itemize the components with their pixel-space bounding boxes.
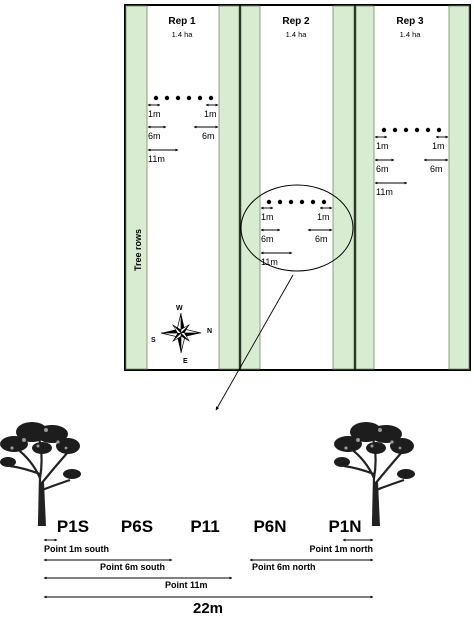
rep-1-label-11m: 11m (148, 154, 165, 164)
tree-icon-south (0, 420, 83, 528)
rep-3-title: Rep 3 (396, 16, 424, 27)
field-outline (124, 4, 471, 371)
measure-label-p1s: Point 1m south (44, 544, 109, 554)
compass-east-label: E (183, 358, 188, 365)
rep-1-label-6m-left: 6m (148, 131, 161, 141)
compass-west-label: W (176, 305, 183, 312)
compass-icon (160, 312, 202, 354)
rep-2-label-6m-right: 6m (315, 234, 328, 244)
rep-3-label-6m-right: 6m (430, 164, 443, 174)
measure-label-p6n: Point 6m north (252, 562, 316, 572)
rep-3-label-6m-left: 6m (376, 164, 389, 174)
point-label-p1s: P1S (57, 517, 89, 536)
rep-1-area: 1.4 ha (172, 30, 194, 39)
rep-1-label-6m-right: 6m (202, 131, 215, 141)
rep-3-area: 1.4 ha (400, 30, 422, 39)
highlight-circle (240, 184, 354, 272)
rep-2-label-11m: 11m (261, 257, 278, 267)
rep-1-sampling-points: 1m 1m 6m 6m 11m (147, 95, 219, 164)
rep-2-label-6m-left: 6m (261, 234, 274, 244)
rep-1-title: Rep 1 (168, 16, 196, 27)
rep-2-label-1m-left: 1m (261, 212, 274, 222)
rep-3-label-11m: 11m (376, 187, 393, 197)
measure-label-p1n: Point 1m north (310, 544, 374, 554)
tree-rows-label: Tree rows (133, 229, 143, 271)
rep-3-sampling-points: 1m 1m 6m 6m 11m (374, 127, 449, 197)
rep-2-area: 1.4 ha (286, 30, 308, 39)
point-label-p6s: P6S (121, 517, 153, 536)
tree-row-strips (125, 5, 470, 370)
compass-south-label: S (151, 337, 156, 344)
rep-1-label-1m-left: 1m (148, 109, 161, 119)
rep-2-title: Rep 2 (282, 16, 310, 27)
rep-3-label-1m-right: 1m (432, 141, 445, 151)
compass-north-label: N (207, 328, 212, 335)
point-label-p1n: P1N (328, 517, 361, 536)
zoom-arrow (215, 274, 294, 411)
rep-2-sampling-points: 1m 1m 6m 6m 11m (240, 184, 354, 272)
point-label-p11: P11 (190, 517, 219, 536)
point-label-p6n: P6N (253, 517, 286, 536)
measure-label-total: 22m (193, 600, 223, 617)
measure-label-p11: Point 11m (165, 580, 208, 590)
rep-2-label-1m-right: 1m (317, 212, 330, 222)
tree-icon-north (332, 420, 417, 528)
rep-3-label-1m-left: 1m (376, 141, 389, 151)
rep-1-label-1m-right: 1m (204, 109, 217, 119)
measure-label-p6s: Point 6m south (100, 562, 165, 572)
